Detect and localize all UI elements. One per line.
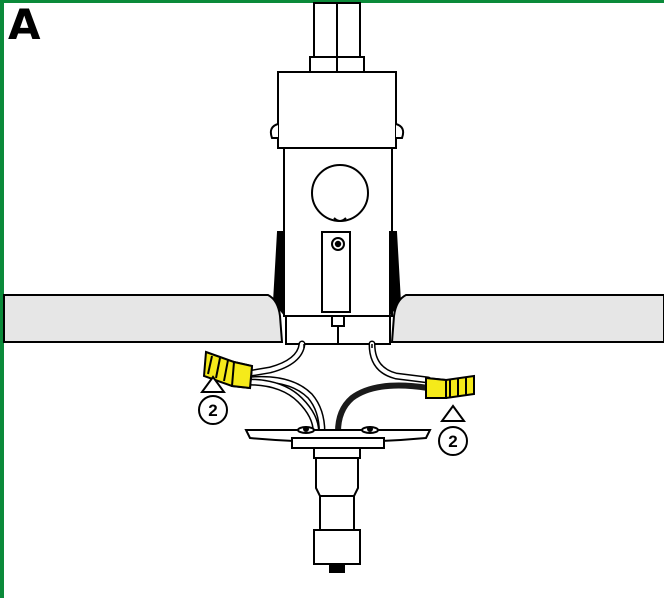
stem-lines (303, 344, 373, 348)
junction-box (269, 71, 405, 317)
callout-number: 2 (208, 401, 217, 420)
callout-right: 2 (438, 404, 468, 456)
wire-nut-icon (202, 350, 254, 390)
callout-number: 2 (448, 432, 457, 451)
wires (242, 340, 432, 436)
arrow-up-icon (200, 375, 226, 393)
fixture-stem (313, 447, 361, 573)
conduit (309, 2, 365, 74)
callout-left: 2 (198, 375, 228, 425)
arrow-up-icon (440, 404, 466, 422)
canopy-plate (244, 426, 432, 449)
wire-nut-icon (425, 374, 475, 399)
step-label: A (8, 0, 41, 49)
ceiling (3, 294, 664, 343)
box-flange (285, 315, 391, 345)
